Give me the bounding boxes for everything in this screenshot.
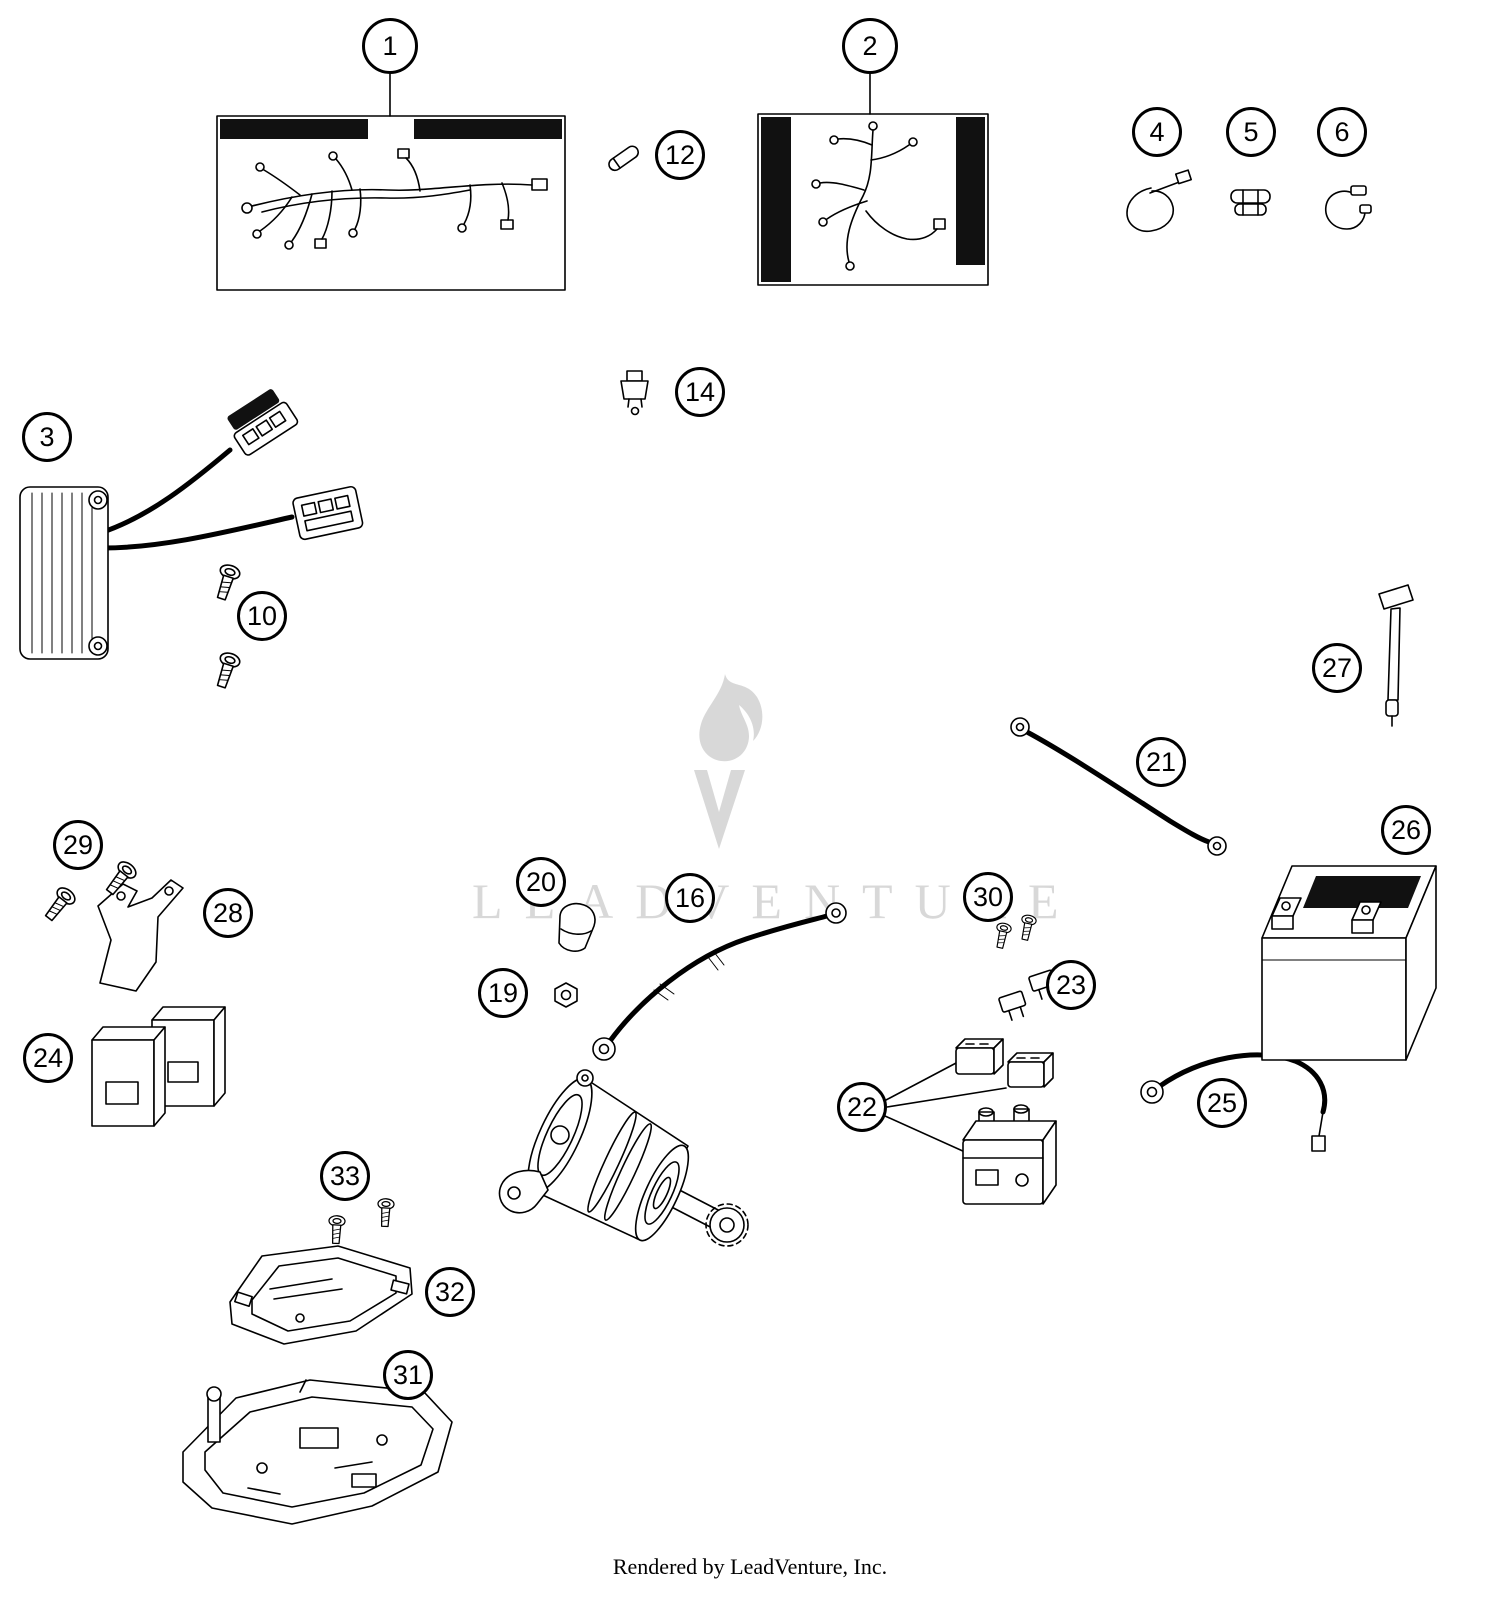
nut-illustration — [554, 982, 578, 1008]
callout-16[interactable]: 16 — [665, 873, 715, 923]
clip-illustration — [608, 145, 639, 172]
watermark-flame-icon — [694, 674, 763, 849]
starter-cable-illustration — [592, 902, 847, 1061]
auxiliary-wiring-harness-illustration — [757, 113, 989, 286]
callout-14[interactable]: 14 — [675, 367, 725, 417]
callout-29[interactable]: 29 — [53, 820, 103, 870]
screws-33-illustration — [327, 1197, 395, 1245]
callout-23[interactable]: 23 — [1046, 960, 1096, 1010]
protection-cap-illustration — [558, 902, 596, 952]
connector-14-illustration — [620, 370, 649, 416]
callout-1[interactable]: 1 — [362, 18, 418, 74]
callout-27[interactable]: 27 — [1312, 643, 1362, 693]
callout-24[interactable]: 24 — [23, 1033, 73, 1083]
callout-20[interactable]: 20 — [516, 857, 566, 907]
callout-22[interactable]: 22 — [837, 1082, 887, 1132]
callout-28[interactable]: 28 — [203, 888, 253, 938]
main-wiring-harness-illustration — [216, 115, 566, 291]
callout-5[interactable]: 5 — [1226, 107, 1276, 157]
battery-illustration — [1261, 865, 1437, 1061]
callout-31[interactable]: 31 — [383, 1350, 433, 1400]
callout-6[interactable]: 6 — [1317, 107, 1367, 157]
voltage-regulator-illustration — [19, 389, 364, 660]
starter-motor-illustration — [498, 1069, 749, 1247]
callout-12[interactable]: 12 — [655, 130, 705, 180]
callout-3[interactable]: 3 — [22, 412, 72, 462]
callout-33[interactable]: 33 — [320, 1151, 370, 1201]
callout-30[interactable]: 30 — [963, 872, 1013, 922]
callout-2[interactable]: 2 — [842, 18, 898, 74]
callout-10[interactable]: 10 — [237, 591, 287, 641]
bracket-illustration — [97, 879, 184, 992]
starter-relay-illustration — [955, 1038, 1057, 1205]
callout-32[interactable]: 32 — [425, 1267, 475, 1317]
callout-4[interactable]: 4 — [1132, 107, 1182, 157]
callout-19[interactable]: 19 — [478, 968, 528, 1018]
callout-25[interactable]: 25 — [1197, 1078, 1247, 1128]
callout-21[interactable]: 21 — [1136, 737, 1186, 787]
cable-tie-illustration — [1126, 169, 1193, 233]
leader-lines — [389, 73, 1007, 1153]
clamp-small-illustration — [1230, 189, 1271, 216]
footer-credit: Rendered by LeadVenture, Inc. — [612, 1554, 888, 1579]
clamp-round-illustration — [1324, 185, 1372, 230]
battery-strap-illustration — [1378, 584, 1414, 727]
callout-26[interactable]: 26 — [1381, 805, 1431, 855]
relays-illustration — [91, 1006, 226, 1127]
battery-tray-illustration — [182, 1379, 453, 1525]
screws-10-illustration — [211, 561, 243, 691]
ecu-bracket-illustration — [229, 1245, 413, 1345]
battery-plus-cable-illustration — [1010, 717, 1227, 856]
